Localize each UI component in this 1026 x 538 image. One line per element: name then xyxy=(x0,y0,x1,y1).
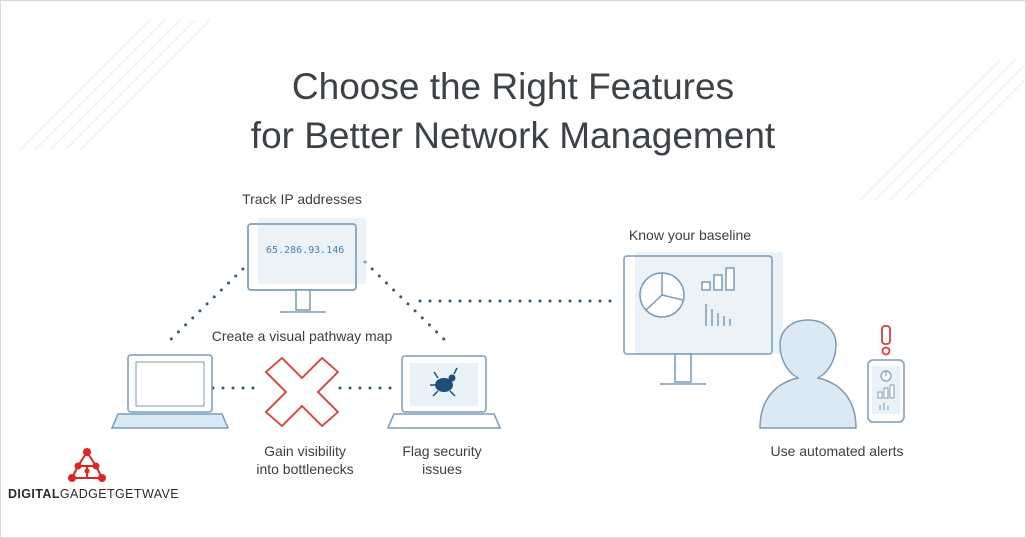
bug-icon xyxy=(430,367,458,397)
brand-regular: GADGETGETWAVE xyxy=(59,487,179,501)
page-title: Choose the Right Features for Better Net… xyxy=(0,62,1026,160)
label-baseline: Know your baseline xyxy=(628,227,752,243)
x-mark-icon xyxy=(264,356,340,428)
label-security-line-1: Flag security xyxy=(402,443,482,459)
title-line-1: Choose the Right Features xyxy=(291,66,735,107)
label-security-line-2: issues xyxy=(422,461,462,477)
connector-ip-to-laptop-left xyxy=(163,260,252,347)
label-security: Flag security issues xyxy=(380,442,504,478)
person-icon xyxy=(759,319,857,429)
exclamation-icon xyxy=(881,325,891,356)
label-bottlenecks-line-2: into bottlenecks xyxy=(256,461,354,477)
bar-chart-icon xyxy=(701,267,735,291)
label-track-ip: Track IP addresses xyxy=(242,191,362,207)
label-bottlenecks-line-1: Gain visibility xyxy=(264,443,346,459)
pie-chart-icon xyxy=(639,272,685,318)
histogram-icon xyxy=(705,304,731,326)
title-line-2: for Better Network Management xyxy=(250,115,776,156)
connector-ip-to-security xyxy=(363,260,452,347)
security-laptop-icon xyxy=(386,355,502,429)
background-stripes xyxy=(19,19,1026,201)
ip-address-text: 65.286.93.146 xyxy=(266,245,344,256)
phone-alert-icon xyxy=(867,325,905,423)
label-alerts: Use automated alerts xyxy=(770,443,904,459)
connector-lines xyxy=(163,260,620,390)
laptop-icon xyxy=(110,354,230,429)
monitor-icon: 65.286.93.146 xyxy=(247,218,366,313)
brand-bold: DIGITAL xyxy=(8,487,60,501)
dashboard-monitor-icon xyxy=(623,252,783,385)
brand-wordmark: DIGITALGADGETGETWAVE xyxy=(8,487,179,501)
label-bottlenecks: Gain visibility into bottlenecks xyxy=(240,442,370,478)
brand-logo-icon xyxy=(68,448,106,482)
label-pathway-map: Create a visual pathway map xyxy=(211,328,393,344)
